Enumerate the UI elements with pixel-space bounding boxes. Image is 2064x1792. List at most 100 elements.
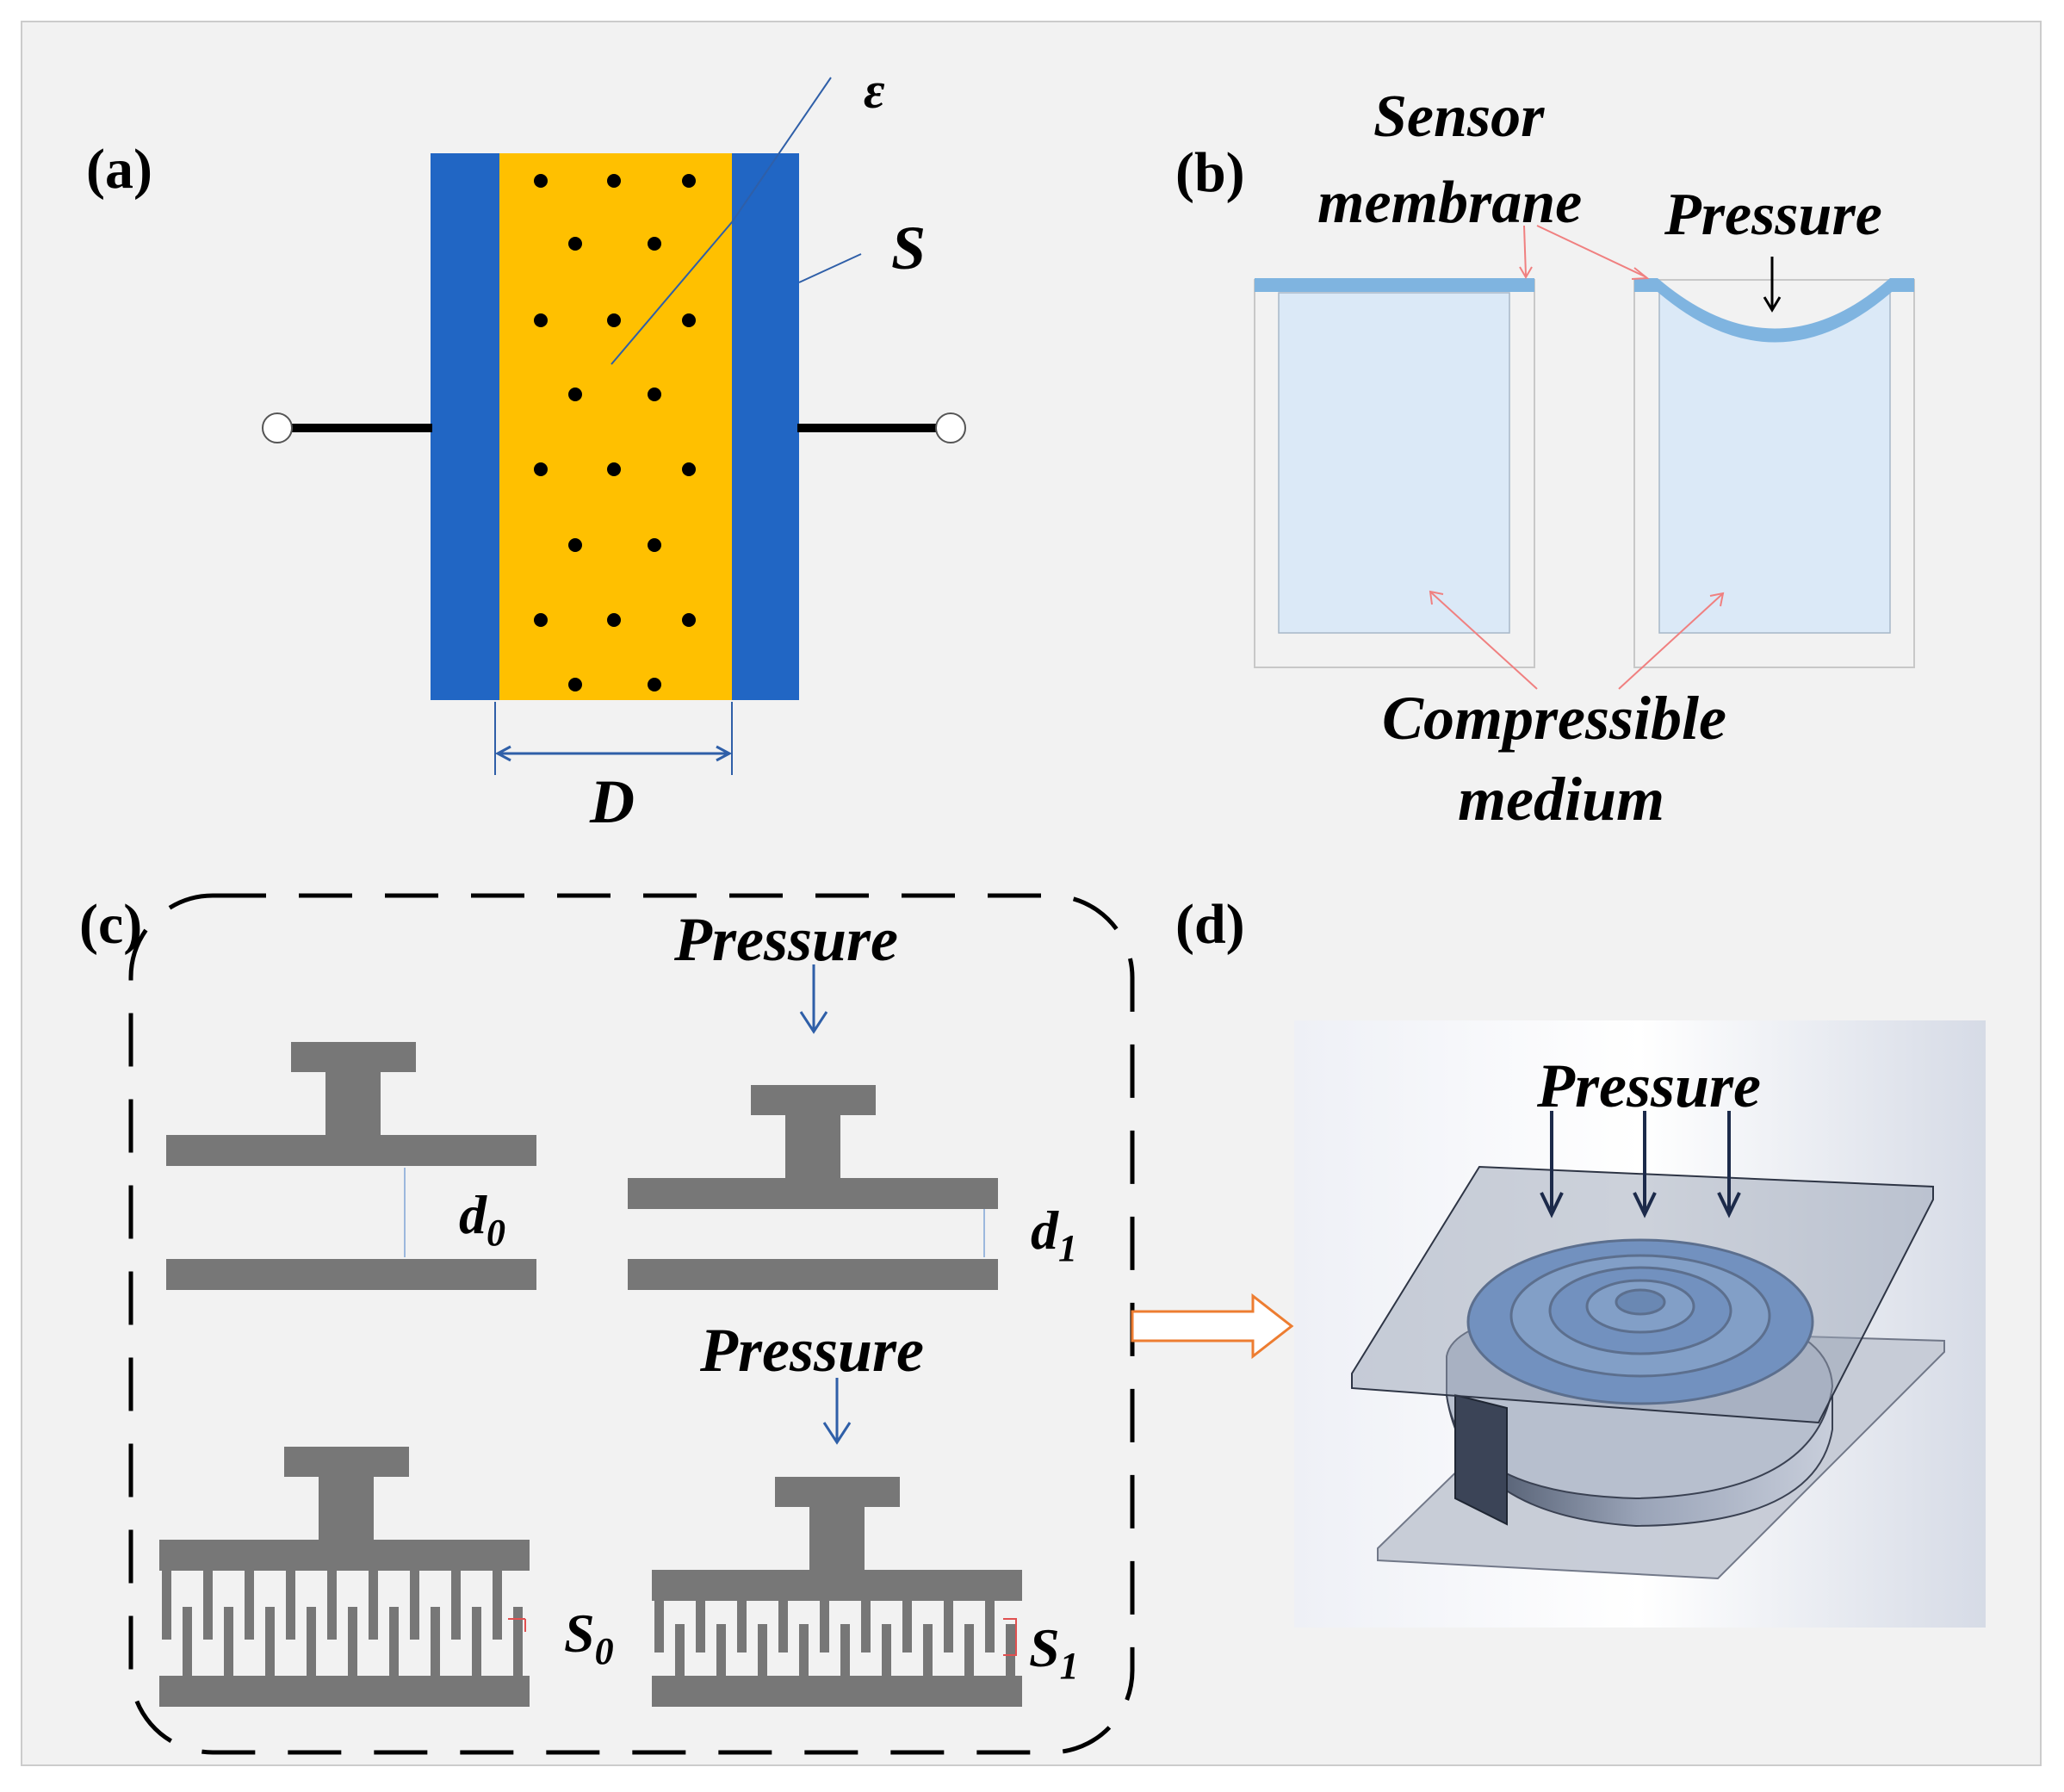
- right-electrode: [732, 153, 799, 700]
- comb-finger-lower: [307, 1607, 316, 1676]
- sensor-membrane-line1: Sensor: [1373, 84, 1545, 150]
- top-plate: [1351, 1165, 1934, 1424]
- comb-finger-lower: [716, 1624, 726, 1676]
- panel-d-label: (d): [1175, 893, 1245, 956]
- dielectric-dot: [607, 613, 621, 627]
- area-symbol: S: [891, 214, 926, 282]
- epsilon-leader: [731, 77, 832, 223]
- medium-leader-left: [1430, 592, 1538, 690]
- comb-finger-lower: [675, 1624, 685, 1676]
- s0-symbol: S0: [564, 1603, 614, 1672]
- dielectric-dots: [534, 174, 696, 691]
- s1-marker: [1003, 1618, 1017, 1656]
- dielectric-dot: [607, 462, 621, 476]
- pressure-label-c-bottom: Pressure: [699, 1316, 924, 1385]
- comb-finger-upper: [245, 1571, 254, 1640]
- comb-finger-lower: [1006, 1624, 1015, 1676]
- epsilon-symbol: ε: [864, 62, 885, 119]
- epsilon-leader-inner: [611, 221, 733, 365]
- comb-finger-upper: [944, 1601, 953, 1652]
- membrane-right-deformed: [1634, 278, 1914, 343]
- panel-d: (d) Pressure: [1175, 893, 1986, 1628]
- area-leader: [798, 253, 862, 283]
- left-electrode: [431, 153, 499, 700]
- panel-b: (b) Sensor membrane Pressure Compressibl…: [1175, 84, 1915, 834]
- pressure-label-d: Pressure: [1536, 1051, 1761, 1120]
- dielectric-dot: [534, 313, 548, 327]
- comb-finger-lower: [348, 1607, 357, 1676]
- dielectric-dot: [682, 313, 696, 327]
- terminal-strip: [1454, 1393, 1508, 1526]
- comb-finger-lower: [183, 1607, 192, 1676]
- dielectric-dot: [682, 174, 696, 188]
- comb-finger-lower: [799, 1624, 809, 1676]
- dielectric-dot: [568, 678, 582, 691]
- dielectric-dot: [682, 462, 696, 476]
- comb-finger-lower: [224, 1607, 233, 1676]
- panel-b-label: (b): [1175, 141, 1245, 204]
- dielectric-dot: [648, 538, 661, 552]
- dielectric-dot: [682, 613, 696, 627]
- pressure-label-c-top: Pressure: [673, 905, 898, 974]
- dielectric-dot: [568, 538, 582, 552]
- comb-finger-upper: [493, 1571, 502, 1640]
- comb-finger-lower: [840, 1624, 850, 1676]
- compressible-line1: Compressible: [1382, 684, 1726, 753]
- sensor-membrane-line2: membrane: [1317, 170, 1582, 236]
- comb-finger-upper: [985, 1601, 995, 1652]
- comb-finger-upper: [410, 1571, 419, 1640]
- medium-right: [1658, 291, 1891, 634]
- dielectric-dot: [648, 678, 661, 691]
- panel-c: (c) d0 Pressure d1: [79, 893, 1135, 1755]
- comb-finger-lower: [758, 1624, 767, 1676]
- panel-a: (a) ε S D: [86, 62, 966, 836]
- compressible-line2: medium: [1458, 765, 1664, 834]
- dielectric-dot: [534, 462, 548, 476]
- comb-pressed: [652, 1477, 1022, 1707]
- s0-marker: [508, 1618, 526, 1632]
- comb-finger-upper: [162, 1571, 171, 1640]
- connector-arrow: [1131, 1293, 1294, 1360]
- dielectric-layer: [499, 153, 732, 700]
- comb-finger-upper: [902, 1601, 912, 1652]
- plate-pair-pressed: [628, 1085, 998, 1290]
- comb-finger-lower: [513, 1607, 523, 1676]
- comb-finger-upper: [778, 1601, 788, 1652]
- dielectric-dot: [568, 388, 582, 401]
- d-arrow-left: [494, 745, 511, 762]
- panel-c-label: (c): [79, 893, 142, 956]
- comb-finger-lower: [431, 1607, 440, 1676]
- comb-finger-lower: [389, 1607, 399, 1676]
- comb-finger-upper: [203, 1571, 213, 1640]
- comb-finger-upper: [327, 1571, 337, 1640]
- dielectric-dot: [534, 174, 548, 188]
- d-arrow-right: [716, 745, 733, 762]
- dielectric-dot: [534, 613, 548, 627]
- dielectric-dot: [568, 237, 582, 251]
- pressure-label-b: Pressure: [1664, 182, 1882, 248]
- plate-pair-initial: [166, 1042, 536, 1290]
- membrane-leader-right: [1536, 225, 1647, 278]
- membrane-left: [1255, 278, 1534, 292]
- comb-finger-upper: [696, 1601, 705, 1652]
- comb-finger-upper: [286, 1571, 295, 1640]
- d0-symbol: d0: [459, 1184, 505, 1254]
- left-terminal: [262, 412, 293, 443]
- comb-pressed-fingers: [654, 1601, 1015, 1676]
- comb-finger-upper: [451, 1571, 461, 1640]
- distance-symbol: D: [589, 767, 635, 836]
- comb-finger-upper: [861, 1601, 871, 1652]
- right-terminal: [935, 412, 966, 443]
- d1-symbol: d1: [1031, 1200, 1077, 1269]
- s1-symbol: S1: [1029, 1617, 1079, 1687]
- panel-a-label: (a): [86, 138, 152, 201]
- dielectric-dot: [648, 388, 661, 401]
- comb-finger-lower: [472, 1607, 481, 1676]
- dielectric-dot: [607, 174, 621, 188]
- comb-finger-lower: [882, 1624, 891, 1676]
- comb-finger-upper: [820, 1601, 829, 1652]
- comb-finger-lower: [265, 1607, 275, 1676]
- comb-finger-upper: [737, 1601, 747, 1652]
